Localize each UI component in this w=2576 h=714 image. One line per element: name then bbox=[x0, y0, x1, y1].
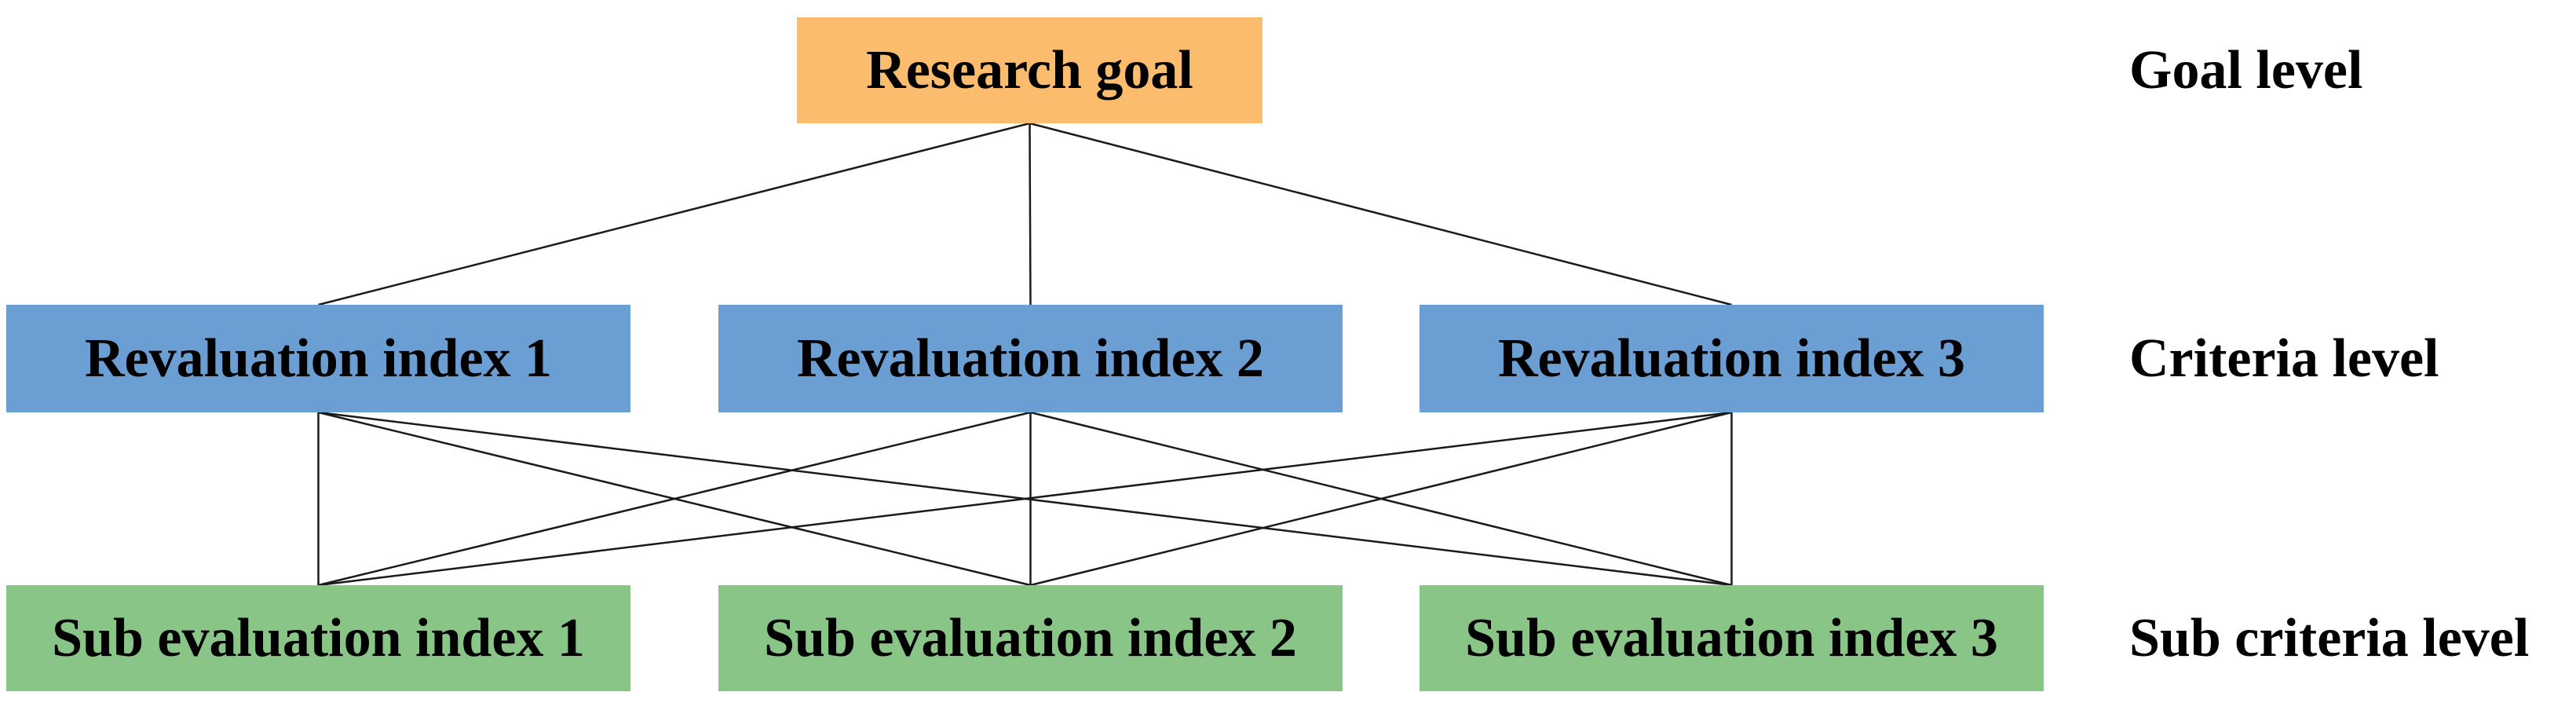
node-research-goal: Research goal bbox=[797, 17, 1262, 123]
node-sub-evaluation-index-3: Sub evaluation index 3 bbox=[1420, 585, 2044, 691]
level-label-goal: Goal level bbox=[2129, 39, 2363, 101]
node-revaluation-index-1: Revaluation index 1 bbox=[6, 305, 630, 412]
level-label-criteria: Criteria level bbox=[2129, 328, 2439, 389]
node-sub-evaluation-index-1: Sub evaluation index 1 bbox=[6, 585, 630, 691]
level-label-sub-criteria: Sub criteria level bbox=[2129, 607, 2530, 668]
node-revaluation-index-3: Revaluation index 3 bbox=[1420, 305, 2044, 412]
edge-line-criteria-2-sub-1 bbox=[318, 411, 1031, 587]
edge-line-goal-criteria-3 bbox=[1029, 122, 1732, 306]
node-sub-evaluation-index-2: Sub evaluation index 2 bbox=[718, 585, 1343, 691]
node-revaluation-index-2: Revaluation index 2 bbox=[718, 305, 1343, 412]
edge-line-criteria-3-sub-1 bbox=[318, 411, 1732, 587]
edge-line-goal-criteria-2 bbox=[1029, 123, 1032, 306]
edge-line-criteria-3-sub-2 bbox=[1030, 411, 1732, 587]
edge-line-goal-criteria-1 bbox=[318, 122, 1030, 306]
